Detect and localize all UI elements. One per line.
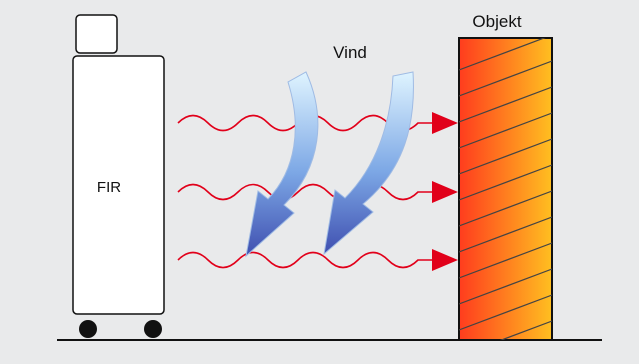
object-wall-icon: Objekt bbox=[458, 12, 553, 341]
radiation-arrow-head-icon bbox=[432, 112, 458, 134]
heater-label: FIR bbox=[97, 179, 121, 196]
object-hatching bbox=[459, 38, 552, 340]
wind-label: Vind bbox=[333, 43, 367, 62]
radiation-wave-icon bbox=[177, 183, 433, 201]
object-label: Objekt bbox=[472, 12, 521, 31]
wind-arrow-icon bbox=[245, 71, 319, 258]
radiation-arrow-head-icon bbox=[432, 249, 458, 271]
radiation-wave-icon bbox=[177, 251, 433, 269]
heater-body bbox=[72, 55, 165, 315]
wind-arrows: Vind bbox=[245, 43, 414, 258]
heater-unit-icon: FIR bbox=[72, 14, 165, 338]
wind-arrow-icon bbox=[323, 71, 414, 256]
heater-wheel-left bbox=[79, 320, 97, 338]
radiation-waves bbox=[177, 112, 458, 271]
heater-wheel-right bbox=[144, 320, 162, 338]
radiation-arrow-head-icon bbox=[432, 181, 458, 203]
heater-top-box bbox=[75, 14, 118, 54]
object-wall bbox=[458, 37, 553, 341]
